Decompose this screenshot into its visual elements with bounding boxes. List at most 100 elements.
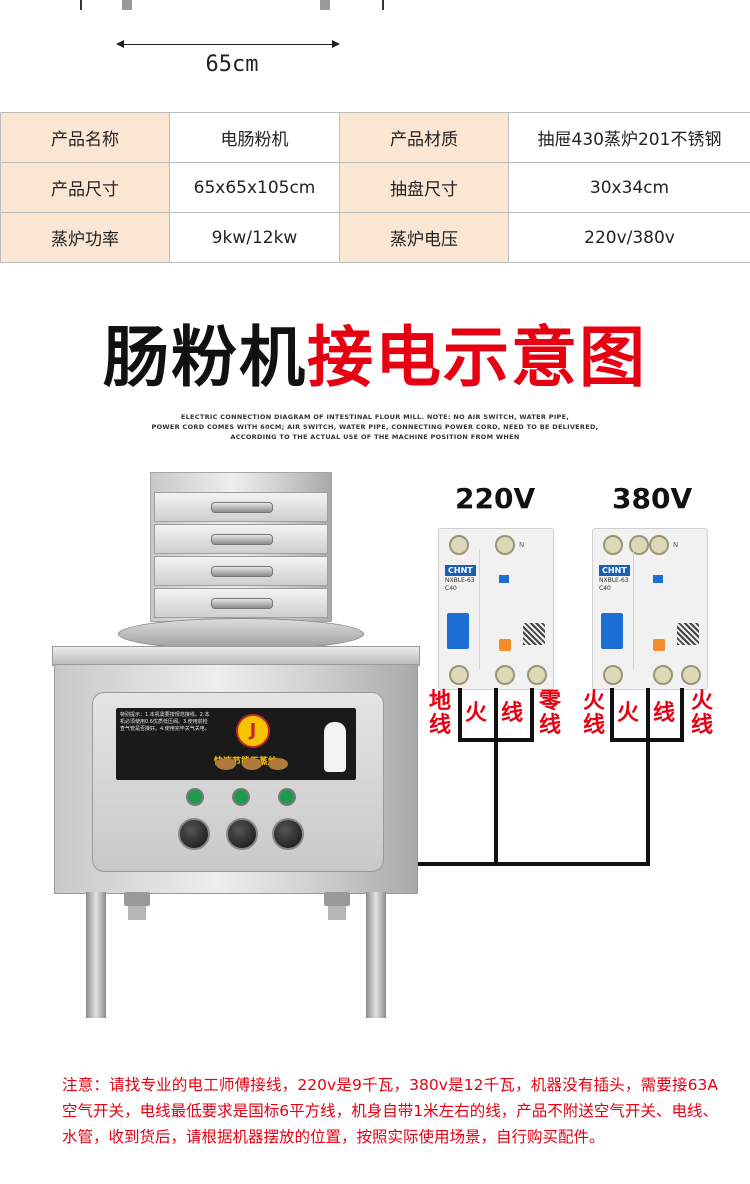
wire-to-machine — [418, 862, 650, 866]
machine-leg-inner — [328, 906, 346, 920]
control-knob — [226, 818, 258, 850]
table-row: 产品名称 电肠粉机 产品材质 抽屉430蒸炉201不锈钢 — [0, 112, 750, 163]
spec-label: 蒸炉功率 — [0, 212, 170, 263]
test-button — [653, 639, 665, 651]
wire-label: 火 — [616, 701, 639, 726]
breaker-model-text: NXBLE-63 — [445, 577, 475, 584]
indicator-lamp — [278, 788, 296, 806]
chef-icon — [324, 722, 346, 772]
subtitle-line: POWER CORD COMES WITH 60CM; AIR SWITCH, … — [151, 423, 599, 431]
wire-380-box — [646, 688, 650, 864]
installation-notice: 注意：请找专业的电工师傅接线，220v是9千瓦，380v是12千瓦，机器没有插头… — [62, 1076, 718, 1146]
qr-code-icon — [523, 623, 545, 645]
wire-label: 线 — [652, 701, 675, 726]
terminal-screw — [527, 665, 547, 685]
voltage-label-220: 220V — [455, 482, 536, 515]
subtitle-line: ELECTRIC CONNECTION DIAGRAM OF INTESTINA… — [180, 413, 570, 421]
breaker-divider — [633, 549, 634, 669]
breaker-model-text: NXBLE-63 — [599, 577, 629, 584]
dimension-arrow-right — [332, 40, 340, 48]
terminal-screw — [495, 665, 515, 685]
spec-label: 蒸炉电压 — [339, 212, 509, 263]
terminal-screw — [449, 665, 469, 685]
steamer-drawer — [154, 588, 328, 618]
drawer-handle — [211, 502, 273, 513]
machine-leg-stub-left — [122, 0, 132, 10]
wire-label: 地线 — [428, 689, 451, 738]
spec-value: 9kw/12kw — [169, 212, 340, 263]
title-black-part: 肠粉机 — [103, 319, 307, 396]
breaker-n-mark: N — [519, 541, 525, 549]
drawer-handle — [211, 598, 273, 609]
machine-leg — [366, 892, 386, 1018]
machine-foot — [324, 892, 350, 906]
drawer-handle — [211, 534, 273, 545]
machine-foot — [124, 892, 150, 906]
title-red-part: 接电示意图 — [307, 319, 647, 396]
wire-label: 零线 — [538, 689, 561, 738]
terminal-screw — [681, 665, 701, 685]
control-knob — [272, 818, 304, 850]
dimension-line — [118, 44, 338, 45]
spec-table: 产品名称 电肠粉机 产品材质 抽屉430蒸炉201不锈钢 产品尺寸 65x65x… — [0, 112, 750, 263]
breaker-rating-text: C40 — [445, 585, 457, 592]
machine-leg-inner — [128, 906, 146, 920]
indicator-lamp — [186, 788, 204, 806]
breaker-brand: CHNT — [599, 565, 630, 576]
indicator-window — [499, 575, 509, 583]
indicator-window — [653, 575, 663, 583]
spec-label: 抽盘尺寸 — [339, 162, 509, 213]
spec-value: 65x65x105cm — [169, 162, 340, 213]
drawer-handle — [211, 566, 273, 577]
wire-220-box — [530, 688, 534, 740]
steamer-drawer — [154, 492, 328, 522]
breaker-lever — [447, 613, 469, 649]
terminal-screw — [653, 665, 673, 685]
spec-label: 产品材质 — [339, 112, 509, 163]
table-row: 蒸炉功率 9kw/12kw 蒸炉电压 220v/380v — [0, 212, 750, 263]
qr-code-icon — [677, 623, 699, 645]
dish-icon — [242, 758, 262, 770]
wire-220-box — [494, 688, 498, 864]
steamer-drawer — [154, 556, 328, 586]
dish-icon — [268, 758, 288, 770]
terminal-screw — [495, 535, 515, 555]
dimension-label: 65cm — [205, 52, 259, 77]
leg-mark-left — [80, 0, 82, 10]
terminal-screw — [629, 535, 649, 555]
spec-value: 抽屉430蒸炉201不锈钢 — [508, 112, 750, 163]
table-row: 产品尺寸 65x65x105cm 抽盘尺寸 30x34cm — [0, 162, 750, 213]
voltage-label-380: 380V — [612, 482, 693, 515]
wire-label: 火线 — [690, 689, 713, 738]
breaker-brand: CHNT — [445, 565, 476, 576]
brand-logo-icon: J — [236, 714, 270, 748]
test-button — [499, 639, 511, 651]
wire-label: 火线 — [582, 689, 605, 738]
sticker-note: 特别提示：1.本机需要按规范接线。2.本机必须使用0.6优质低压阀。3.使用前检… — [120, 712, 210, 732]
diagram-subtitle: ELECTRIC CONNECTION DIAGRAM OF INTESTINA… — [140, 412, 610, 442]
dish-icon — [216, 758, 236, 770]
machine-leg — [86, 892, 106, 1018]
machine-leg-stub-right — [320, 0, 330, 10]
wire-label: 线 — [500, 701, 523, 726]
wire-label: 火 — [464, 701, 487, 726]
machine-illustration — [0, 0, 1, 1]
terminal-screw — [649, 535, 669, 555]
steamer-drawer — [154, 524, 328, 554]
spec-value: 30x34cm — [508, 162, 750, 213]
indicator-lamp — [232, 788, 250, 806]
terminal-screw — [603, 665, 623, 685]
wire-380-box — [610, 688, 614, 740]
breaker-rating-text: C40 — [599, 585, 611, 592]
leg-mark-right — [382, 0, 384, 10]
spec-value: 220v/380v — [508, 212, 750, 263]
control-knob — [178, 818, 210, 850]
breaker-n-mark: N — [673, 541, 679, 549]
wire-380-box — [680, 688, 684, 740]
spec-value: 电肠粉机 — [169, 112, 340, 163]
subtitle-line: ACCORDING TO THE ACTUAL USE OF THE MACHI… — [230, 433, 520, 441]
